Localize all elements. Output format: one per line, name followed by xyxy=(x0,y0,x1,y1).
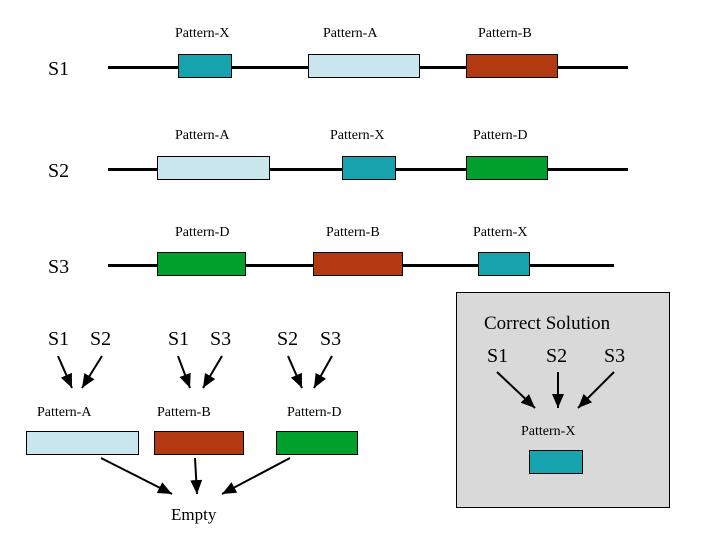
intersection-result-label: Pattern-B xyxy=(157,405,211,420)
intersection-source-label: S2 xyxy=(277,328,299,350)
pattern-block xyxy=(308,54,420,78)
solution-source-label: S1 xyxy=(487,345,509,367)
pattern-block xyxy=(466,156,548,180)
solution-source-label: S2 xyxy=(546,345,568,367)
pattern-label: Pattern-B xyxy=(326,225,380,240)
pattern-label: Pattern-A xyxy=(323,26,378,41)
intersection-result-block xyxy=(154,431,244,455)
pattern-block xyxy=(157,252,246,276)
pattern-block xyxy=(466,54,558,78)
pattern-block xyxy=(313,252,403,276)
intersection-result-label: Pattern-D xyxy=(287,405,342,420)
intersection-arrow xyxy=(81,355,103,389)
pattern-label: Pattern-D xyxy=(175,225,230,240)
empty-merge-arrow xyxy=(100,457,173,495)
pattern-label: Pattern-D xyxy=(473,128,528,143)
sequence-label-s2: S2 xyxy=(48,160,70,182)
pattern-label: Pattern-X xyxy=(330,128,385,143)
sequence-label-s1: S1 xyxy=(48,58,70,80)
pattern-block xyxy=(342,156,396,180)
intersection-result-label: Pattern-A xyxy=(37,405,92,420)
empty-merge-arrow xyxy=(221,457,291,495)
empty-merge-arrow xyxy=(190,457,203,495)
pattern-label: Pattern-A xyxy=(175,128,230,143)
empty-result-label: Empty xyxy=(171,505,217,524)
sequence-label-s3: S3 xyxy=(48,256,70,278)
intersection-source-label: S3 xyxy=(210,328,232,350)
intersection-arrow xyxy=(313,355,333,389)
solution-result-label: Pattern-X xyxy=(521,424,576,439)
pattern-block xyxy=(157,156,270,180)
intersection-source-label: S1 xyxy=(48,328,70,350)
pattern-label: Pattern-X xyxy=(473,225,528,240)
intersection-result-block xyxy=(276,431,358,455)
solution-panel-title: Correct Solution xyxy=(484,313,611,334)
pattern-label: Pattern-B xyxy=(478,26,532,41)
solution-source-label: S3 xyxy=(604,345,626,367)
intersection-source-label: S2 xyxy=(90,328,112,350)
intersection-source-label: S3 xyxy=(320,328,342,350)
pattern-block xyxy=(478,252,530,276)
intersection-source-label: S1 xyxy=(168,328,190,350)
intersection-arrow xyxy=(202,355,223,389)
solution-result-block xyxy=(529,450,583,474)
intersection-arrow xyxy=(57,355,73,389)
pattern-label: Pattern-X xyxy=(175,26,230,41)
intersection-result-block xyxy=(26,431,139,455)
intersection-arrow xyxy=(177,355,191,389)
pattern-block xyxy=(178,54,232,78)
intersection-arrow xyxy=(287,355,303,389)
